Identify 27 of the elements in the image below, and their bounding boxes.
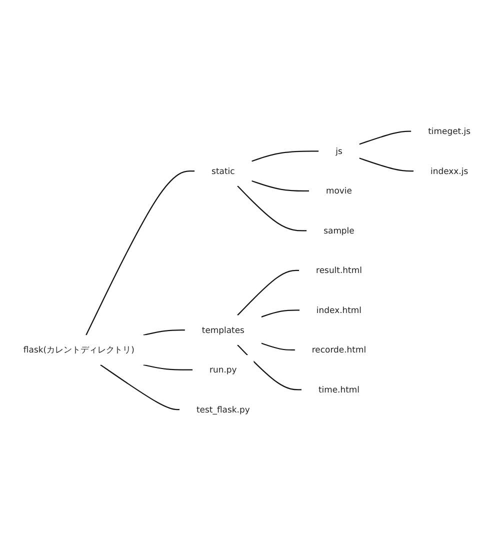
connector xyxy=(252,180,310,192)
node-text: recorde.html xyxy=(312,344,366,354)
connector xyxy=(359,157,414,172)
connector xyxy=(143,329,185,336)
node-text: flask(カレントディレクトリ) xyxy=(23,344,134,354)
directory-tree-drawing: flask(カレントディレクトリ) static js timeget.js indexx.js movie sample templates result.html index.html recorde.html time.html run.py test_flask.py xyxy=(2,112,492,428)
node-text: movie xyxy=(326,185,352,196)
connector xyxy=(261,309,300,317)
node-text: sample xyxy=(324,225,354,236)
node-text: js xyxy=(336,146,342,156)
connector xyxy=(100,364,180,410)
node-text: time.html xyxy=(318,384,360,394)
connector xyxy=(261,342,295,350)
connector xyxy=(237,269,300,316)
node-text: timeget.js xyxy=(428,126,471,136)
connector xyxy=(359,130,412,144)
node-text: result.html xyxy=(316,264,362,275)
connector xyxy=(143,364,193,370)
node-text: indexx.js xyxy=(430,165,468,176)
connector xyxy=(252,150,319,162)
connector xyxy=(86,170,195,335)
connector xyxy=(237,344,302,390)
node-text: index.html xyxy=(316,304,362,315)
connector xyxy=(237,185,307,231)
node-text: test_flask.py xyxy=(196,404,250,414)
node-text: templates xyxy=(202,324,244,335)
node-text: static xyxy=(212,165,235,176)
